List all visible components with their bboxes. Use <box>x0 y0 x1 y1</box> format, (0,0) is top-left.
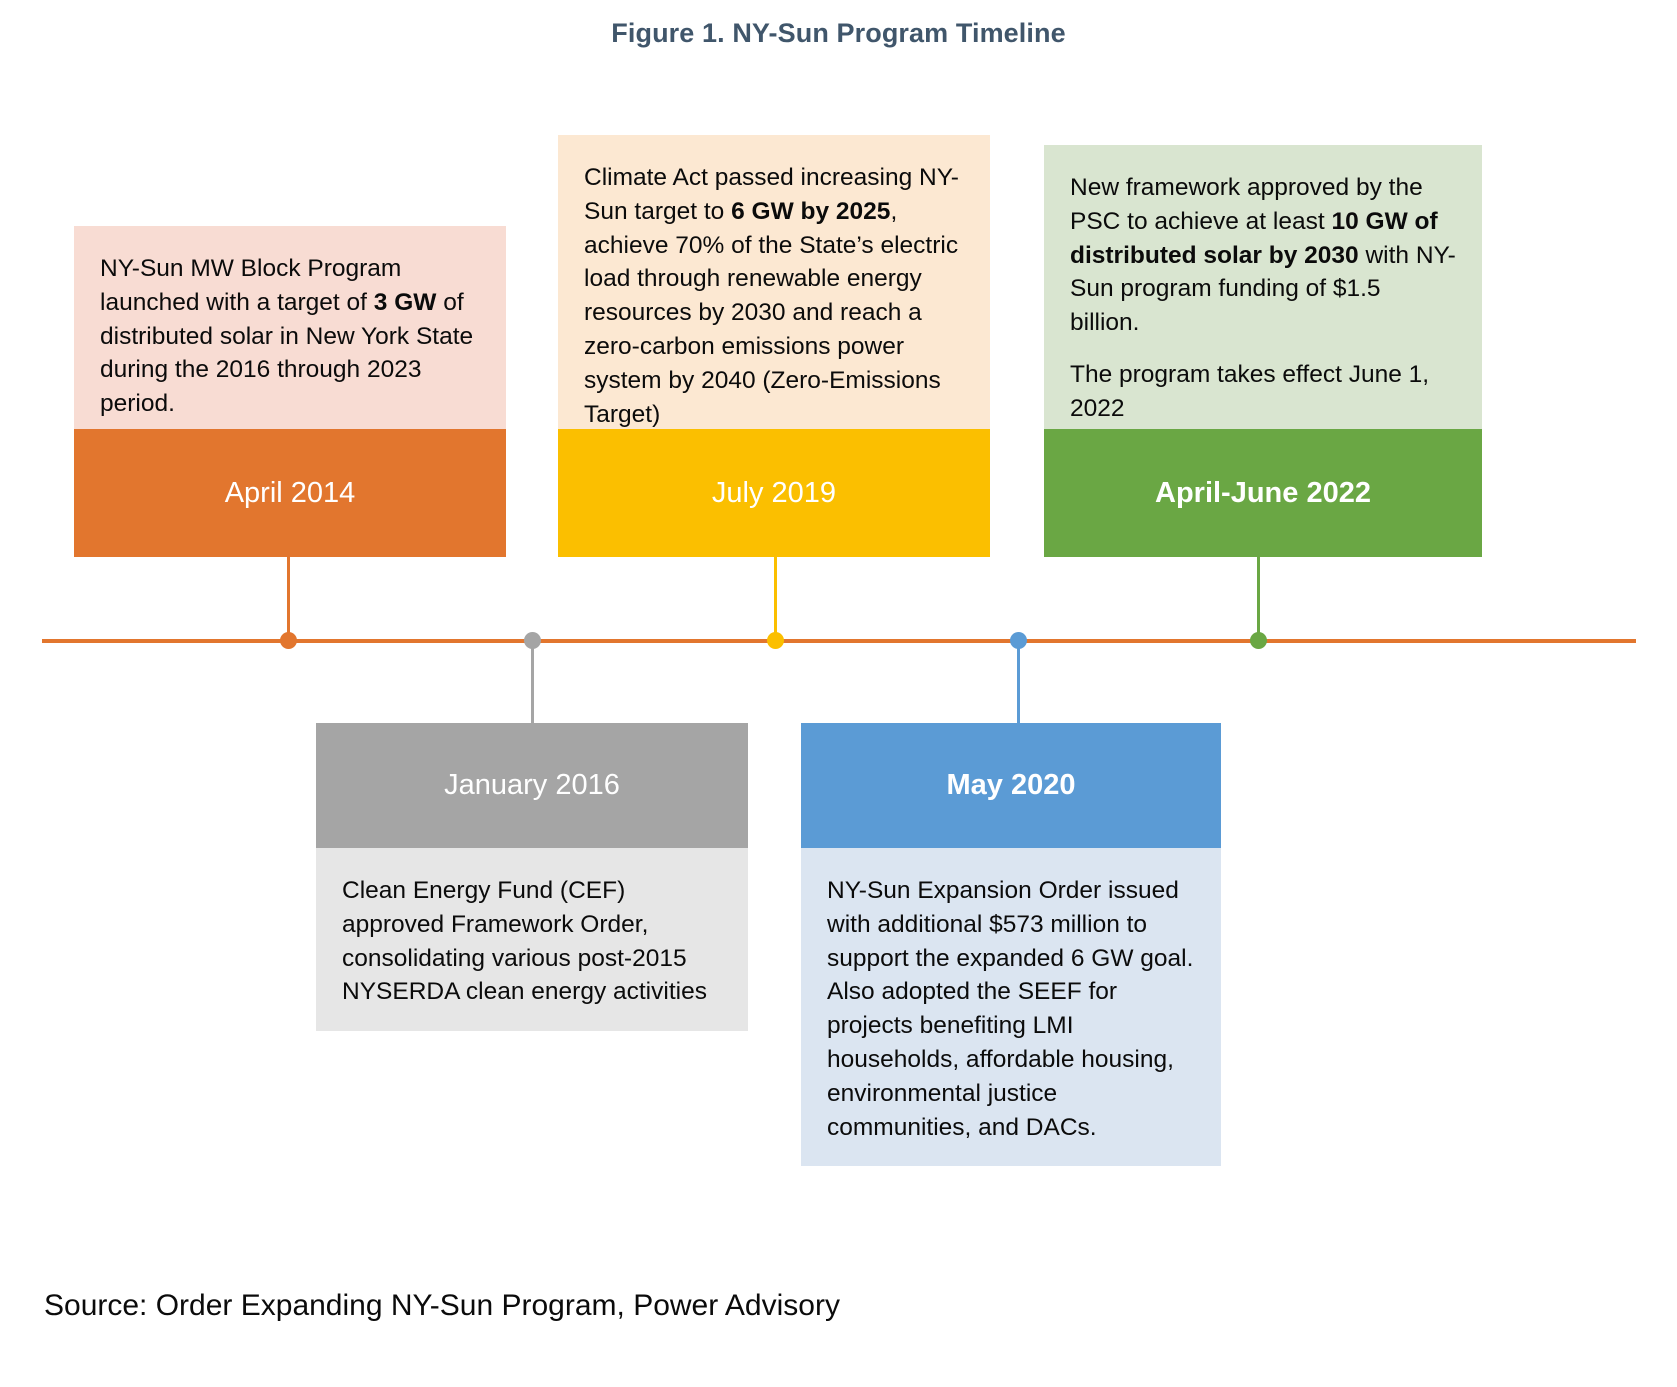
timeline-axis <box>42 639 1636 643</box>
event-body-april-2014: NY-Sun MW Block Program launched with a … <box>74 226 506 443</box>
event-body-paragraph: Climate Act passed increasing NY-Sun tar… <box>584 164 959 428</box>
page-title: Figure 1. NY-Sun Program Timeline <box>611 18 1066 48</box>
event-body-paragraph: Clean Energy Fund (CEF) approved Framewo… <box>342 877 707 1006</box>
connector-line-april-june-2022 <box>1257 557 1260 639</box>
timeline-dot-may-2020[interactable] <box>1010 632 1027 649</box>
event-label-january-2016[interactable]: January 2016 <box>316 723 748 848</box>
event-body-paragraph: The program takes effect June 1, 2022 <box>1070 360 1430 422</box>
event-body-paragraph: NY-Sun MW Block Program launched with a … <box>100 255 474 418</box>
connector-line-april-2014 <box>287 557 290 639</box>
connector-line-july-2019 <box>774 557 777 639</box>
event-body-may-2020: NY-Sun Expansion Order issued with addit… <box>801 848 1221 1167</box>
event-body-july-2019: Climate Act passed increasing NY-Sun tar… <box>558 135 990 454</box>
connector-line-january-2016 <box>531 648 534 723</box>
source-note: Source: Order Expanding NY-Sun Program, … <box>44 1289 840 1322</box>
event-label-april-june-2022[interactable]: April-June 2022 <box>1044 429 1482 557</box>
event-label-may-2020[interactable]: May 2020 <box>801 723 1221 848</box>
timeline-dot-january-2016[interactable] <box>524 632 541 649</box>
timeline-dot-april-2014[interactable] <box>280 632 297 649</box>
connector-line-may-2020 <box>1017 648 1020 723</box>
event-body-april-june-2022: New framework approved by the PSC to ach… <box>1044 145 1482 448</box>
event-body-paragraph: NY-Sun Expansion Order issued with addit… <box>827 877 1194 1141</box>
event-label-april-2014[interactable]: April 2014 <box>74 429 506 557</box>
event-label-july-2019[interactable]: July 2019 <box>558 429 990 557</box>
timeline-dot-april-june-2022[interactable] <box>1250 632 1267 649</box>
timeline-dot-july-2019[interactable] <box>767 632 784 649</box>
event-body-january-2016: Clean Energy Fund (CEF) approved Framewo… <box>316 848 748 1032</box>
event-body-paragraph: New framework approved by the PSC to ach… <box>1070 174 1456 337</box>
